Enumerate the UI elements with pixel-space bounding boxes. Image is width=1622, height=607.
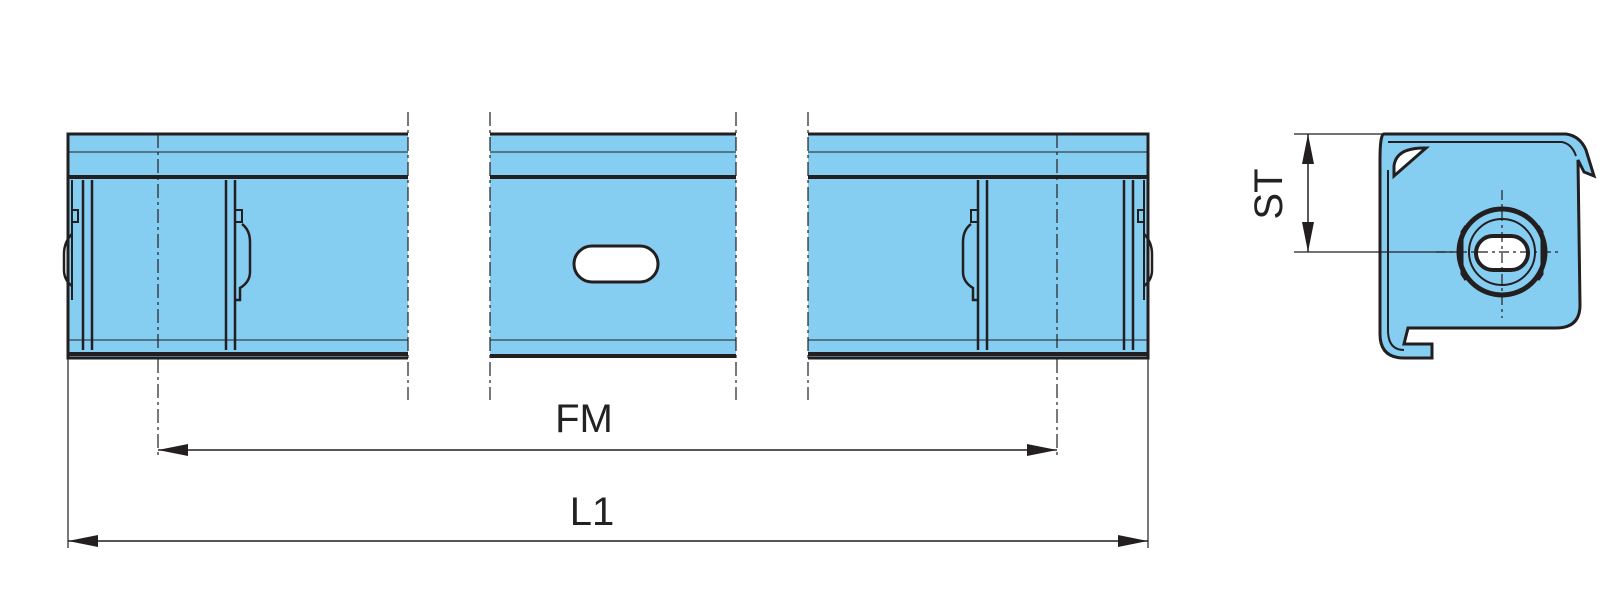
dimension-st: ST <box>1247 133 1460 253</box>
dimension-fm-label: FM <box>555 397 613 441</box>
end-clip-right <box>1122 180 1154 350</box>
rail-segment-left <box>62 112 409 458</box>
rail-segment-right <box>807 112 1154 458</box>
inner-clip-right <box>961 180 989 350</box>
dimension-l1-label: L1 <box>570 490 615 534</box>
inner-clip-left <box>224 180 252 350</box>
mounting-slot <box>572 244 660 284</box>
rail-segment-middle <box>489 112 737 400</box>
cross-section-view: ST <box>1247 132 1597 360</box>
dimension-fm: FM <box>158 397 1057 456</box>
fastener-detail <box>1436 190 1560 318</box>
end-clip-left <box>62 180 94 350</box>
dimension-st-label: ST <box>1247 168 1291 219</box>
dimension-l1: L1 <box>67 358 1149 548</box>
